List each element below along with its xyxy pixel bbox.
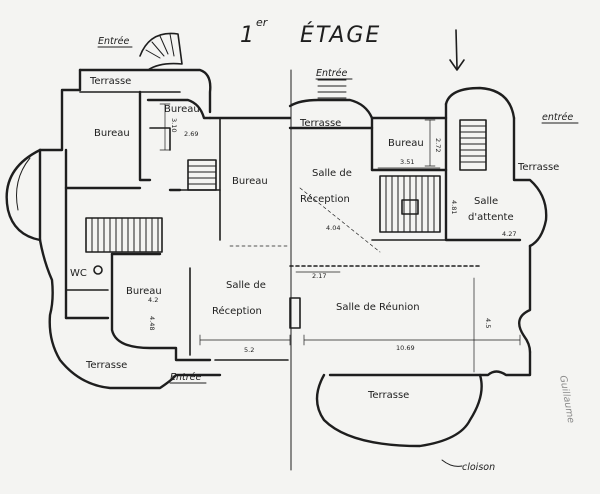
- bureau-center: Bureau: [232, 176, 268, 187]
- terrasse-right: Terrasse: [517, 162, 559, 173]
- title-superscript: er: [256, 16, 269, 29]
- entries: Entrée Entrée entrée Entrée: [97, 36, 579, 384]
- right-wing-walls: [288, 86, 548, 448]
- salle-reception-left-2: Réception: [212, 305, 262, 317]
- cloison-note: cloison: [462, 462, 495, 473]
- entree-bottom: Entrée: [170, 372, 201, 383]
- terrasse-center: Terrasse: [299, 118, 341, 129]
- entree-top-left: Entrée: [98, 36, 129, 47]
- salle-attente-1: Salle: [474, 196, 498, 207]
- dim-4-48: 4.48: [148, 316, 156, 330]
- dimensions: 3.10 2.69 2.72 3.51 4.81 4.27 4.04 2.17 …: [148, 103, 521, 373]
- bureau-lower-left: Bureau: [126, 286, 162, 297]
- title-word: ÉTAGE: [300, 22, 381, 48]
- title: 1 er ÉTAGE: [240, 16, 381, 48]
- left-wing-walls: [5, 68, 292, 390]
- salle-reception-right-2: Réception: [300, 193, 350, 205]
- salle-attente-2: d'attente: [468, 212, 514, 223]
- room-labels: Terrasse Bureau Bureau Bureau Terrasse B…: [70, 76, 559, 401]
- bureau-small: Bureau: [164, 104, 200, 115]
- side-note: Guillaume: [557, 375, 576, 425]
- dim-4-04: 4.04: [326, 224, 340, 232]
- dim-4-27: 4.27: [502, 230, 516, 238]
- dim-5-2: 5.2: [244, 346, 254, 354]
- title-number: 1: [240, 23, 256, 48]
- wc-label: WC: [70, 268, 87, 279]
- dim-4-81: 4.81: [450, 200, 458, 214]
- bureau-left: Bureau: [94, 128, 130, 139]
- entree-top-center: Entrée: [316, 68, 347, 79]
- dim-3-10: 3.10: [170, 118, 178, 132]
- salle-reception-left-1: Salle de: [226, 280, 266, 291]
- left-stairs: [85, 32, 347, 253]
- north-arrow-icon: [449, 29, 465, 71]
- dim-2-17: 2.17: [312, 272, 326, 280]
- dim-10-69: 10.69: [396, 344, 415, 352]
- terrasse-bottom-left: Terrasse: [85, 360, 127, 371]
- annotations: cloison Guillaume: [441, 375, 576, 473]
- dim-4-2: 4.2: [148, 296, 158, 304]
- entree-right: entrée: [542, 112, 573, 123]
- terrasse-top-left: Terrasse: [89, 76, 131, 87]
- dim-2-72: 2.72: [434, 138, 442, 152]
- wc-icon: [93, 265, 103, 275]
- bureau-right: Bureau: [388, 138, 424, 149]
- terrasse-bottom-right: Terrasse: [367, 390, 409, 401]
- dim-2-69: 2.69: [184, 130, 198, 138]
- dim-4-5: 4.5: [484, 318, 492, 328]
- dim-3-51: 3.51: [400, 158, 414, 166]
- salle-reunion: Salle de Réunion: [336, 301, 420, 313]
- salle-reception-right-1: Salle de: [312, 168, 352, 179]
